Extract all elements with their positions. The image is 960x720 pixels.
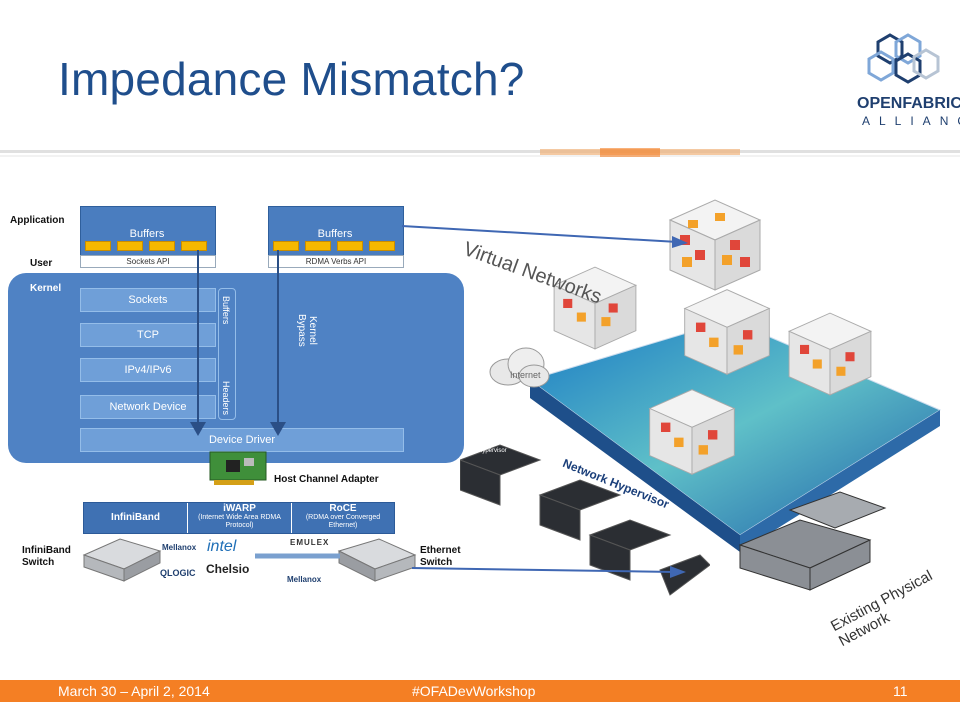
logo-subtext: ALLIANCE [862,114,960,128]
buffer-slot [337,241,363,251]
network-device-layer: Network Device [80,395,216,419]
footer-date: March 30 – April 2, 2014 [58,683,210,699]
hypervisor-small-label: Hypervisor [478,448,507,454]
protocol-bar: InfiniBand iWARP(Internet Wide Area RDMA… [83,502,395,534]
infiniband-label: InfiniBand [111,512,160,523]
sockets-api-bar: Sockets API [80,255,216,268]
slide-title: Impedance Mismatch? [58,53,525,105]
infiniband-protocol: InfiniBand [84,503,188,533]
internet-label: Internet [510,370,541,380]
rdma-api-bar: RDMA Verbs API [268,255,404,268]
ip-layer: IPv4/IPv6 [80,358,216,382]
roce-label: RoCE [329,503,357,514]
logo-wordmark: OPENFABRICS [857,95,960,112]
host-channel-adapter-icon [209,451,267,485]
mapping-arrows [401,225,688,578]
openfabrics-logo-icon [867,33,940,84]
buffer-header-column [218,288,236,420]
physical-switches-icon [738,491,887,591]
vendor-logo-intel: intel [207,538,237,555]
virtual-network-cluster [552,266,638,350]
ethernet-switch-label: Ethernet Switch [420,545,461,568]
buffer-slot [85,241,111,251]
application-layer-label: Application [10,215,65,226]
buffer-slot [181,241,207,251]
infiniband-switch-icon [82,538,162,582]
buffer-slot [273,241,299,251]
roce-protocol: RoCE(RDMA over Converged Ethernet) [292,503,394,533]
data-path-arrows [190,250,286,436]
rdma-buffers-label: Buffers [317,228,353,240]
kernel-bypass-label: Kernel Bypass [296,313,318,347]
buffer-slot [369,241,395,251]
buffer-slot [117,241,143,251]
internet-cloud-icon [489,347,550,388]
vendor-logo-mellanox: Mellanox [162,543,197,552]
virtual-network-cluster [683,289,771,376]
virtual-network-cluster [648,389,736,476]
vendor-logo-chelsio: Chelsio [206,562,250,576]
virtual-network-cluster [787,312,873,396]
vswitch-label: vSwitch [478,438,503,445]
footer-bar: March 30 – April 2, 2014 #OFADevWorkshop… [0,680,960,702]
vendor-logo-qlogic: QLOGIC [160,568,196,578]
hca-label: Host Channel Adapter [274,474,379,485]
iwarp-sublabel: (Internet Wide Area RDMA Protocol) [198,514,281,529]
kernel-layer-label: Kernel [30,283,62,294]
footer-hashtag: #OFADevWorkshop [412,683,536,699]
virtual-network-cluster [668,199,762,291]
buffer-slot [149,241,175,251]
switch-link-arrows [255,553,340,559]
side-buffers-label: Buffers [221,295,231,325]
title-divider [0,148,960,157]
sockets-layer: Sockets [80,288,216,312]
tcp-layer: TCP [80,323,216,347]
server-racks [460,444,710,596]
user-layer-label: User [30,258,53,269]
page-number: 11 [893,683,908,699]
iwarp-protocol: iWARP(Internet Wide Area RDMA Protocol) [188,503,292,533]
infiniband-switch-label: InfiniBand Switch [22,545,71,568]
roce-sublabel: (RDMA over Converged Ethernet) [305,514,381,529]
side-headers-label: Headers [221,380,231,416]
buffer-slot [305,241,331,251]
vendor-logo-emulex: EMULEX [290,538,330,547]
ethernet-switch-icon [337,538,417,582]
vendor-logo-mellanox-2: Mellanox [287,575,322,584]
sockets-buffers-label: Buffers [129,228,165,240]
iwarp-label: iWARP [223,503,256,514]
